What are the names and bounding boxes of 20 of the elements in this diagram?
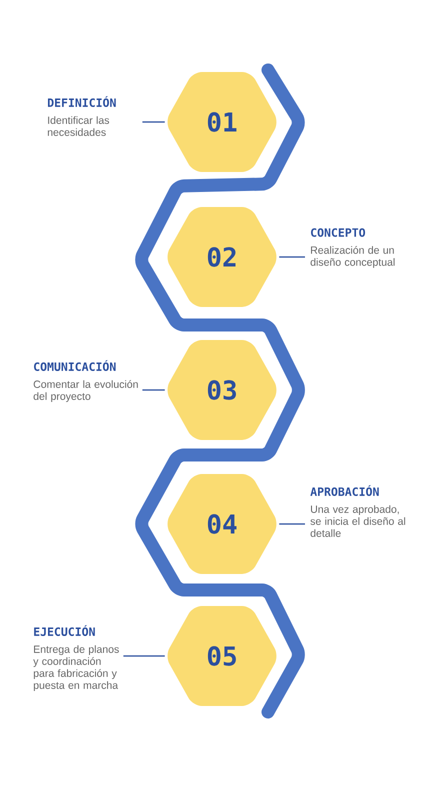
step-description: Entrega de planos y coordinación para fabricación y puesta en marcha (33, 645, 119, 692)
hexagon: 01 (168, 72, 276, 172)
step-title: EJECUCIÓN (34, 625, 95, 636)
step-title: APROBACIÓN (310, 485, 379, 496)
leader-line (279, 523, 305, 525)
leader-line (123, 655, 165, 657)
hexagon: 04 (168, 474, 276, 574)
step-title: CONCEPTO (311, 228, 366, 237)
hexagon: 02 (168, 207, 276, 307)
step-title: COMUNICACIÓN (34, 360, 116, 372)
step-description: Comentar la evolución del proyecto (34, 380, 138, 402)
step-description: Identificar las necesidades (48, 116, 110, 136)
leader-line (142, 121, 165, 123)
hexagon: 05 (168, 606, 276, 706)
leader-line (279, 256, 305, 258)
leader-line (142, 389, 165, 391)
step-description: Realización de un diseño conceptual (310, 246, 395, 268)
hexagon: 03 (168, 340, 276, 440)
step-description: Una vez aprobado, se inicia el diseño al detalle (310, 505, 406, 537)
step-title: DEFINICIÓN (48, 96, 116, 108)
